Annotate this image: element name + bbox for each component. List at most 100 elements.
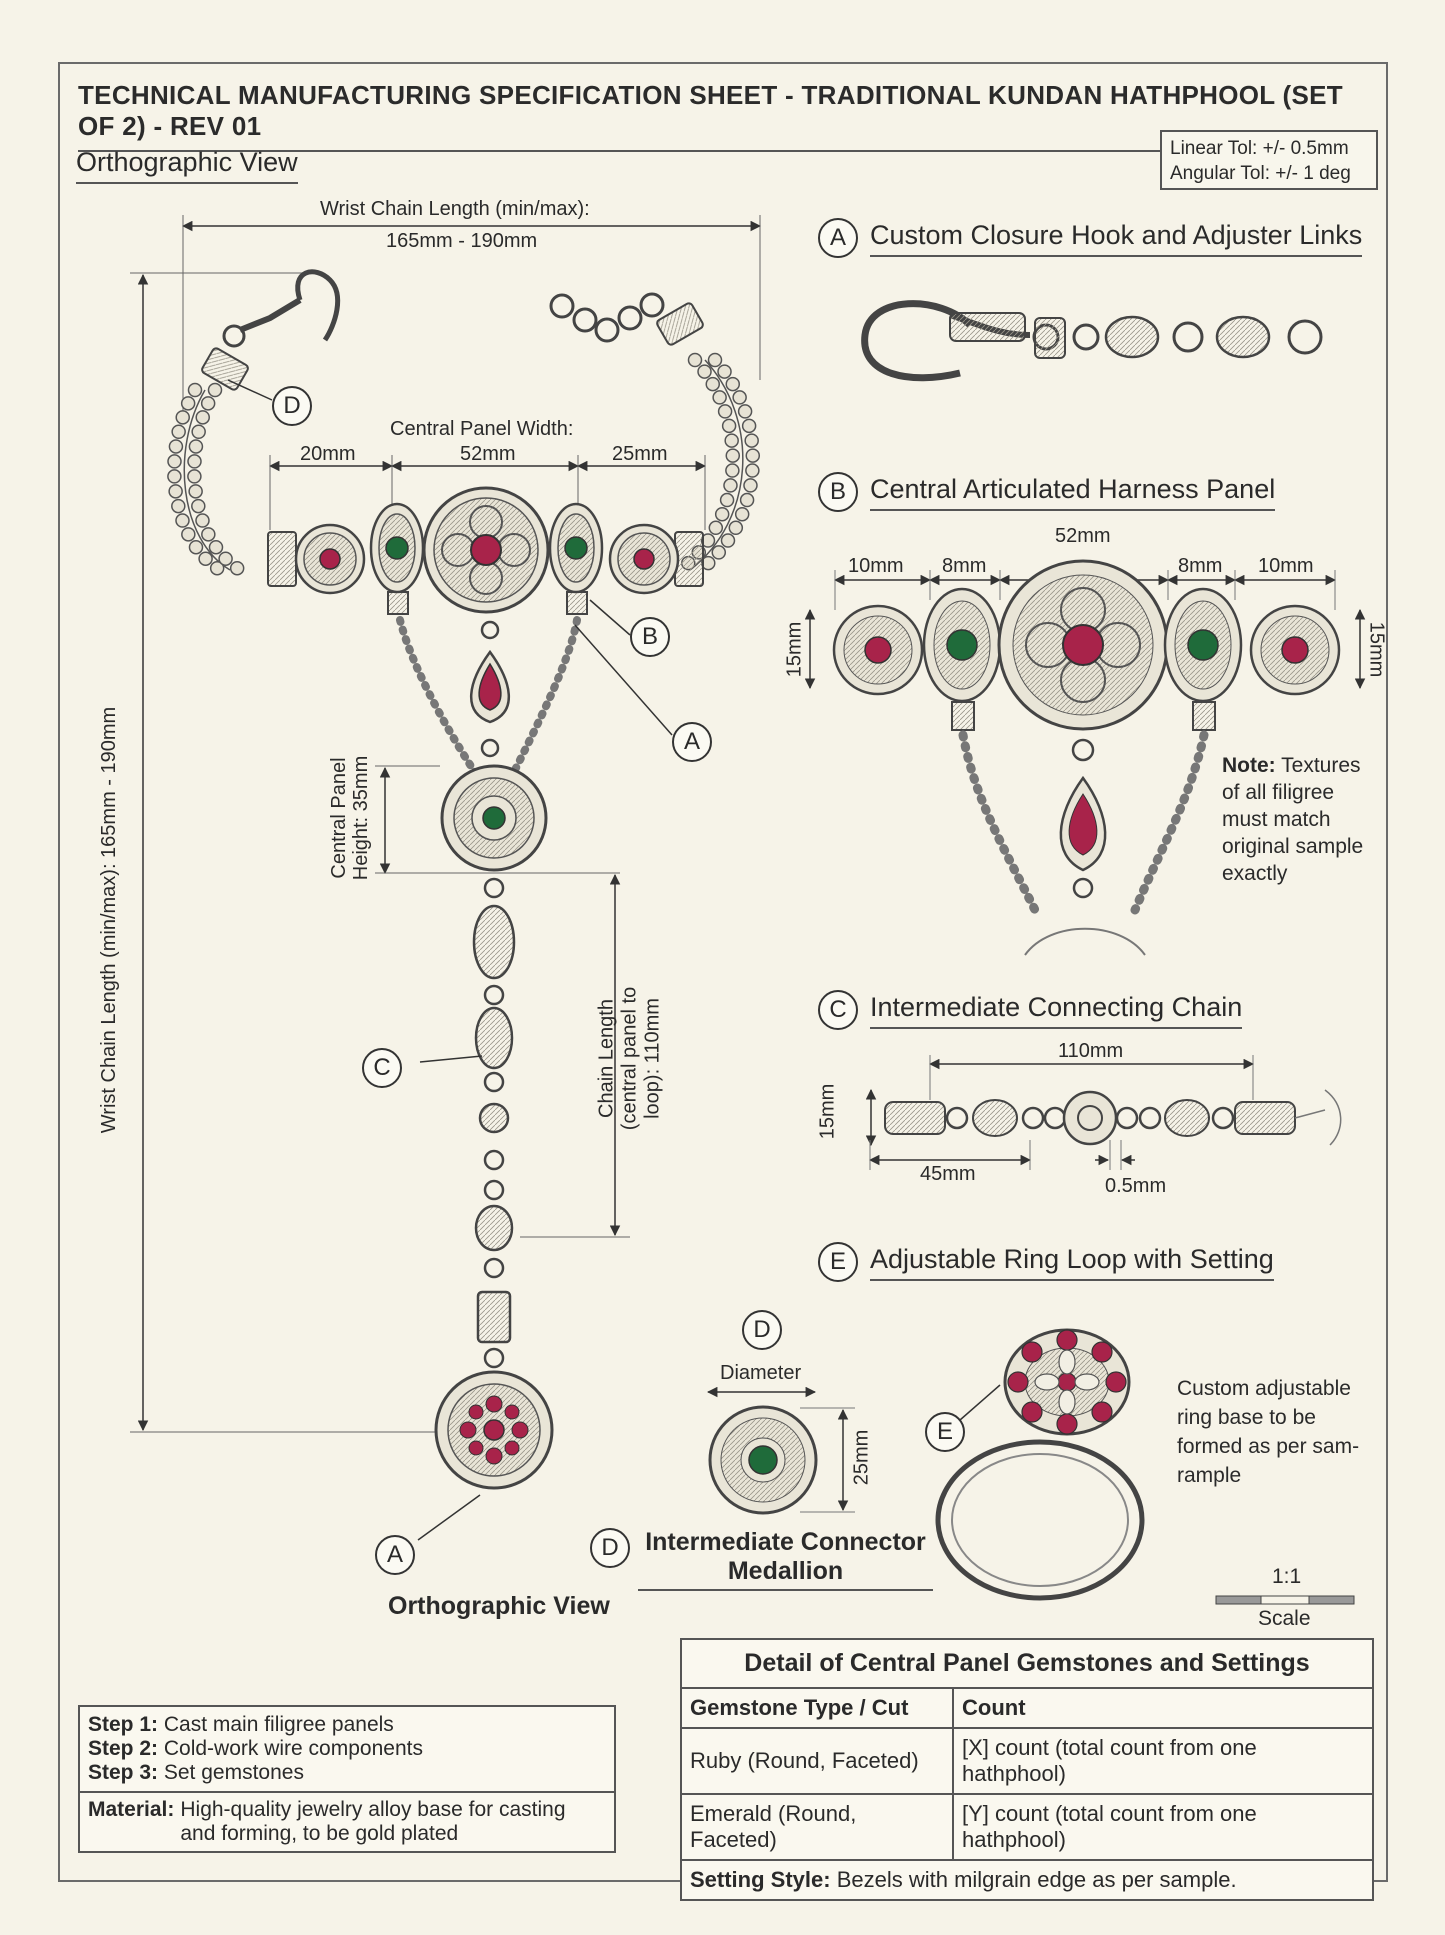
panel-height-line2: Height: 35mm	[350, 755, 372, 881]
chain-bead	[725, 376, 741, 392]
chain-bead	[745, 463, 760, 478]
chain-bead	[207, 382, 223, 398]
chain-bead	[171, 424, 186, 440]
e-leader-line	[959, 1384, 1001, 1421]
chain-bead	[198, 551, 213, 566]
chain-bead	[195, 513, 210, 528]
chain-bead	[717, 404, 733, 419]
detail-e-heading-group: E Adjustable Ring Loop with Setting	[818, 1242, 1274, 1282]
d-caption: Intermediate Connector Medallion	[638, 1528, 933, 1591]
material-text: High-quality jewelry alloy base for cast…	[180, 1798, 566, 1845]
ring-note-line4: rample	[1177, 1464, 1242, 1487]
chain-bead	[711, 545, 727, 560]
step1-text: Cast main filigree panels	[163, 1713, 394, 1736]
chain-length-line2: (central panel to	[618, 986, 641, 1131]
chain-bead	[737, 404, 753, 419]
panel-height-dimension	[375, 765, 620, 875]
ring-note: Custom adjustable ring base to be formed…	[1177, 1374, 1359, 1490]
connecting-chain-drawing	[865, 1055, 1342, 1170]
chain-bead	[705, 376, 721, 392]
d-diameter-label: Diameter	[720, 1362, 802, 1384]
callout-b-ortho: B	[630, 617, 670, 657]
c-dim-left: 45mm	[920, 1163, 976, 1185]
vertical-length-dimension	[130, 272, 450, 1433]
chain-bead	[187, 382, 203, 398]
setting-style-cell: Setting Style: Bezels with milgrain edge…	[680, 1859, 1374, 1901]
material-label: Material:	[88, 1798, 175, 1821]
ring-note-line3: formed as per sam-	[1177, 1435, 1360, 1458]
ring-note-line2: ring base to be	[1177, 1406, 1316, 1429]
step3-text: Set gemstones	[163, 1761, 304, 1784]
chain-bead	[744, 433, 759, 448]
gem-header-type: Gemstone Type / Cut	[680, 1687, 954, 1729]
callout-a-ortho: A	[672, 722, 712, 762]
chain-bead	[168, 439, 184, 454]
chain-bead	[191, 498, 206, 514]
chain-bead	[167, 454, 182, 469]
dim-right: 25mm	[612, 443, 668, 465]
chain-bead	[717, 364, 732, 379]
note-bold: Note:	[1222, 754, 1276, 777]
gem-count-cell: [Y] count (total count from one hathphoo…	[952, 1793, 1374, 1861]
chain-bead	[707, 352, 723, 368]
setting-style-label: Setting Style:	[690, 1867, 831, 1892]
chain-bead	[195, 410, 210, 425]
chain-bead	[721, 418, 737, 434]
gem-header-count: Count	[952, 1687, 1374, 1729]
note-line-5: exactly	[1222, 862, 1288, 885]
wrist-bead-chain	[183, 359, 744, 571]
detail-a-heading-group: A Custom Closure Hook and Adjuster Links	[818, 218, 1363, 258]
wrist-chain-value: 165mm - 190mm	[386, 230, 538, 252]
chain-bead	[187, 454, 202, 469]
detail-b-heading-group: B Central Articulated Harness Panel	[818, 472, 1276, 512]
note-line-3: must match	[1222, 808, 1331, 831]
scale-label: Scale	[1258, 1607, 1311, 1630]
ortho-heading: Orthographic View	[76, 147, 298, 184]
chain-length-dimension	[520, 873, 630, 1238]
gem-type-cell: Emerald (Round, Faceted)	[680, 1793, 954, 1861]
chain-bead	[208, 539, 224, 555]
d-caption-line1: Intermediate Connector	[645, 1528, 926, 1556]
callout-b: B	[818, 472, 858, 512]
process-steps-box: Step 1: Cast main filigree panels Step 2…	[78, 1705, 616, 1853]
c-dim-top: 110mm	[1058, 1040, 1124, 1062]
drop-pendant	[396, 616, 581, 784]
gem-count-cell: [X] count (total count from one hathphoo…	[952, 1727, 1374, 1795]
chain-bead	[209, 560, 225, 576]
callout-a2-ortho: A	[375, 1535, 415, 1575]
closure-hook-drawing	[861, 300, 1323, 382]
chain-bead	[687, 352, 703, 368]
gem-type-cell: Ruby (Round, Faceted)	[680, 1727, 954, 1795]
ring-medallion	[434, 1370, 554, 1490]
note-line-1: Textures	[1281, 754, 1361, 777]
panel-width-label: Central Panel Width:	[390, 418, 574, 440]
callout-a: A	[818, 218, 858, 258]
chain-length-line3: loop): 110mm	[641, 998, 664, 1119]
callout-d: D	[742, 1310, 782, 1350]
setting-style-value: Bezels with milgrain edge as per sample.	[836, 1867, 1237, 1892]
scale-ratio: 1:1	[1272, 1565, 1302, 1588]
chain-bead	[697, 364, 712, 379]
wrist-chain-label: Wrist Chain Length (min/max):	[320, 198, 590, 220]
panel-height-line1: Central Panel	[328, 757, 350, 879]
chain-bead	[201, 527, 216, 542]
callout-d-caption: D	[590, 1528, 630, 1568]
c-dim-gap: 0.5mm	[1105, 1175, 1167, 1197]
chain-bead	[188, 484, 203, 499]
b-dim-3: 52mm	[1055, 525, 1111, 547]
chain-bead	[739, 492, 755, 508]
adjuster-right	[549, 292, 704, 346]
chain-bead	[724, 433, 739, 448]
tolerance-box: Linear Tol: +/- 0.5mm Angular Tol: +/- 1…	[1160, 130, 1378, 190]
chain-bead	[188, 439, 204, 454]
callout-e-ring: E	[925, 1412, 965, 1452]
detail-e-heading: Adjustable Ring Loop with Setting	[870, 1244, 1274, 1281]
chain-bead	[171, 498, 186, 514]
chain-bead	[725, 448, 741, 463]
table-row: Ruby (Round, Faceted) [X] count (total c…	[680, 1727, 1374, 1795]
chain-length-line1: Chain Length	[595, 999, 618, 1118]
chain-bead	[745, 448, 761, 463]
chain-bead	[175, 513, 190, 528]
step2-text: Cold-work wire components	[163, 1737, 423, 1760]
